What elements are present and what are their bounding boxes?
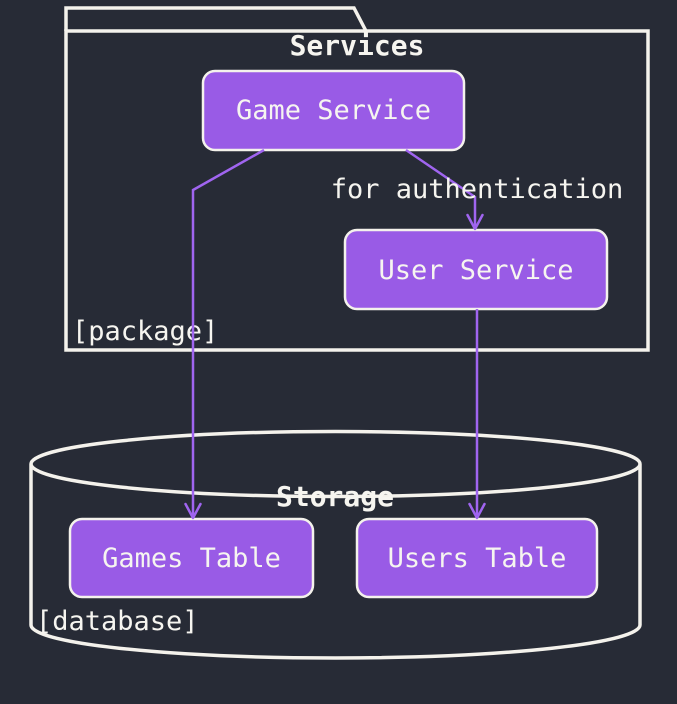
arrowhead-users-table bbox=[468, 502, 486, 520]
node-users-table-label: Users Table bbox=[388, 543, 567, 574]
services-package-container bbox=[64, 29, 650, 352]
arrowhead-games-table bbox=[184, 502, 202, 520]
edge-game-service-to-games-table bbox=[191, 148, 265, 515]
node-games-table-label: Games Table bbox=[102, 543, 281, 574]
storage-database-tag: [database] bbox=[36, 606, 199, 637]
edge-label-for-authentication: for authentication bbox=[331, 174, 624, 205]
services-package-tab bbox=[64, 6, 368, 32]
arrowhead-user-service bbox=[466, 213, 484, 231]
storage-database-container bbox=[29, 429, 642, 660]
storage-database-title: Storage bbox=[276, 480, 394, 513]
services-package-tag: [package] bbox=[72, 316, 218, 347]
node-game-service bbox=[201, 69, 466, 152]
services-package-title: Services bbox=[290, 29, 425, 62]
node-game-service-label: Game Service bbox=[236, 95, 431, 126]
edge-game-service-to-user-service bbox=[405, 148, 477, 226]
node-games-table bbox=[68, 517, 315, 599]
node-user-service-label: User Service bbox=[378, 255, 573, 286]
